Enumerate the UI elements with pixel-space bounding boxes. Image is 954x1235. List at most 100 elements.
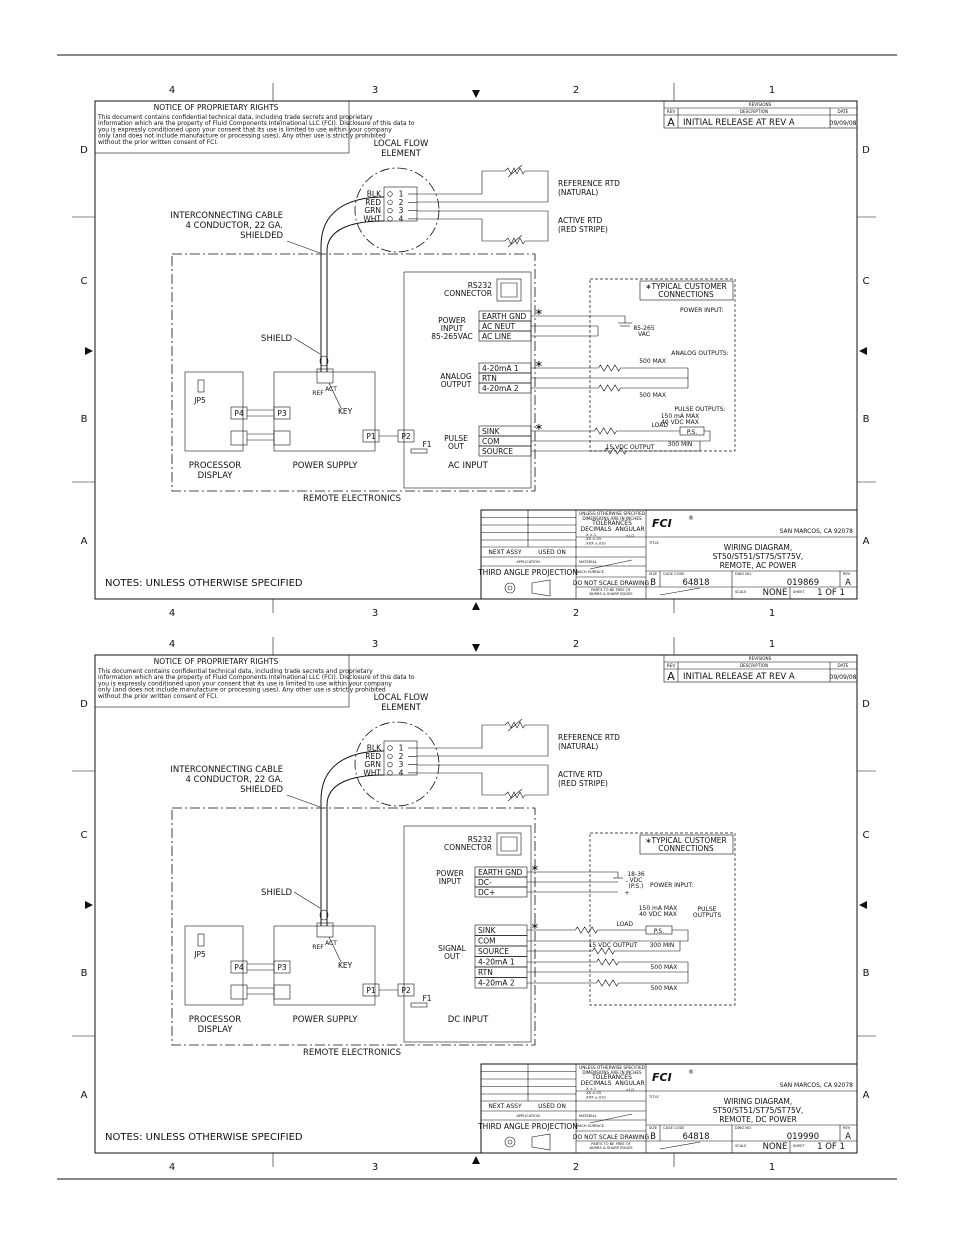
analog-outputs-label: ANALOG OUTPUTS:: [671, 350, 728, 357]
active-rtd-symbol: [504, 237, 526, 245]
third-angle-projection-label: THIRD ANGLE PROJECTION: [477, 568, 578, 577]
used-on-label: USED ON: [538, 549, 566, 556]
customer-connections-area: [589, 832, 736, 1006]
zone-label-bottom-1: 1: [769, 1162, 775, 1173]
application-label: APPLICATION: [516, 1114, 540, 1118]
zone-label-right-D: D: [862, 145, 870, 156]
cage-caption: CAGE CODE: [663, 572, 685, 576]
active-rtd-symbol: [504, 791, 526, 799]
zone-label-left-C: C: [81, 276, 88, 287]
probe-connector: [316, 922, 334, 938]
interconnecting-cable: [326, 220, 385, 372]
interconnecting-cable: [320, 196, 385, 372]
p3-label: P3: [277, 963, 287, 972]
rs232-port: [500, 836, 518, 852]
zone-label-top-2: 2: [573, 85, 579, 96]
tolerance-line: TOLERANCES: [591, 520, 632, 527]
power-terminal-label: EARTH GND: [482, 312, 527, 321]
tb-slash: [659, 587, 701, 596]
key-label: KEY: [338, 407, 353, 416]
local-flow-element-enclosure: [354, 167, 440, 253]
p4-label: P4: [234, 409, 244, 418]
zone-label-right-C: C: [863, 276, 870, 287]
cage-code: 64818: [682, 1132, 709, 1142]
analog-terminal-label: RTN: [482, 374, 497, 383]
connector-block: [273, 430, 291, 446]
jp5-label: JP5: [193, 950, 206, 959]
zone-label-left-A: A: [81, 1090, 88, 1101]
signal-terminal-label: RTN: [478, 968, 493, 977]
notes-heading: NOTES: UNLESS OTHERWISE SPECIFIED: [105, 578, 303, 589]
used-on-label: USED ON: [538, 1103, 566, 1110]
drawing-sheet: 1 OF 1: [817, 588, 845, 598]
cable-leader: [286, 794, 321, 808]
asterisk: ∗: [535, 359, 543, 370]
fci-logo: FCI: [652, 1071, 672, 1084]
decimals-label: DECIMALS: [581, 1080, 612, 1087]
angular-value: ±1/2: [626, 1088, 635, 1092]
input-board-label: AC INPUT: [448, 461, 489, 471]
registered-mark: ®: [688, 1069, 694, 1076]
power-terminal-label: DC-: [478, 878, 492, 887]
drawing-sheet: 1 OF 1: [817, 1142, 845, 1152]
drawing-number: 019869: [787, 578, 819, 588]
notice-title: NOTICE OF PROPRIETARY RIGHTS: [154, 103, 279, 112]
notice-body-line: information which are the property of Fl…: [98, 120, 415, 127]
revisions-header: REVISIONS: [749, 656, 772, 661]
tb-slash: [659, 1141, 701, 1150]
decimals-values: .X ±.1.XX ±.03.XXX ±.010: [585, 533, 606, 545]
p1-label: P1: [366, 986, 376, 995]
probe-connector: [316, 368, 334, 384]
power-terminal-label: AC NEUT: [482, 322, 515, 331]
size-caption: SIZE: [649, 1126, 658, 1130]
rev-col-description: DESCRIPTION: [740, 663, 768, 668]
resistor-500-max: 500 MAX: [639, 392, 666, 399]
angular-value: ±1/2: [626, 534, 635, 538]
zone-marker-arrow: [859, 347, 867, 355]
zone-marker-arrow: [472, 602, 480, 610]
key-label: KEY: [338, 961, 353, 970]
asterisk: ∗: [531, 921, 539, 932]
notice-title: NOTICE OF PROPRIETARY RIGHTS: [154, 657, 279, 666]
revision-description: INITIAL RELEASE AT REV A: [683, 118, 795, 128]
terminal-wire-color: WHT: [363, 768, 381, 777]
terminal-number: 1: [399, 744, 404, 753]
drawing-border: [94, 654, 858, 1154]
reference-rtd-label: REFERENCE RTD(NATURAL): [558, 733, 620, 751]
signal-terminal-label: 4-20mA 1: [478, 958, 515, 967]
dc-plus-sign: +: [624, 890, 629, 897]
f1-label: F1: [422, 994, 431, 1003]
tolerance-line: DIMENSIONS ARE IN INCHES: [582, 1070, 642, 1075]
dc-minus-sign: -: [626, 878, 628, 885]
cage-caption: CAGE CODE: [663, 1126, 685, 1130]
shield-label: SHIELD: [261, 334, 292, 344]
zone-label-top-3: 3: [372, 639, 378, 650]
drawing-scale: NONE: [763, 588, 788, 598]
ref-label: REF: [312, 390, 324, 397]
zone-label-left-A: A: [81, 536, 88, 547]
interconnecting-cable: [320, 750, 385, 926]
mach-surface-label: MACH SURFACE: [576, 1124, 605, 1128]
material-label: MATERIAL: [579, 1114, 597, 1118]
rtd-wire: [417, 724, 549, 757]
terminal-wire-color: BLK: [367, 190, 382, 199]
pulse-source-resistor: [527, 947, 680, 955]
asterisk: ∗: [531, 863, 539, 874]
terminal-screw: [387, 770, 393, 776]
drawing-rev: A: [845, 578, 851, 588]
power-terminal-label: EARTH GND: [478, 868, 523, 877]
zone-label-right-D: D: [862, 699, 870, 710]
third-angle-projection-label: THIRD ANGLE PROJECTION: [477, 1122, 578, 1131]
pulse-terminal-label: SOURCE: [482, 447, 513, 456]
drawing-title: WIRING DIAGRAM,ST50/ST51/ST75/ST75V,REMO…: [713, 1097, 804, 1124]
rs232-connector: [496, 832, 522, 856]
resistor-500-max: 500 MAX: [651, 964, 678, 971]
notice-body-line: only (and does not include manufacture o…: [98, 687, 386, 694]
zone-label-bottom-3: 3: [372, 1162, 378, 1173]
